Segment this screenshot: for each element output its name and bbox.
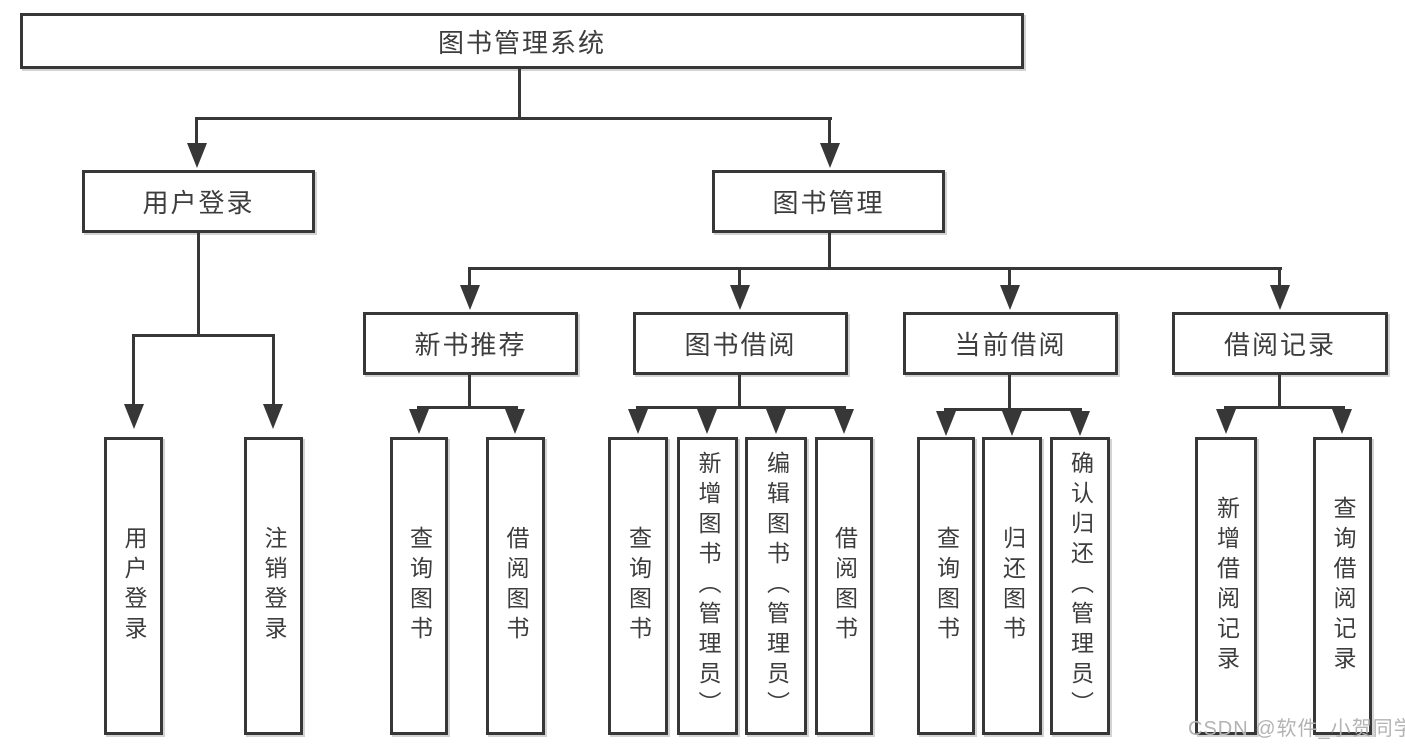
edge-drop-leaf-logout — [272, 334, 275, 406]
arrowhead-to-cb-return-icon — [1002, 411, 1022, 436]
arrowhead-to-bb-add-icon — [697, 409, 717, 434]
arrowhead-to-leaf-logout-icon — [263, 404, 283, 429]
edge-current-borrowing-stem — [1008, 375, 1011, 411]
node-label-user-login: 用户登录 — [142, 188, 255, 218]
edge-drop-new-book — [468, 267, 471, 287]
leaf-cb-return-books: 归还图书 — [982, 437, 1042, 735]
arrowhead-to-new-book-icon — [460, 285, 480, 310]
arrowhead-to-user-login-icon — [187, 143, 207, 168]
edge-drop-book-borrowing — [738, 267, 741, 287]
leaf-label-br-query-record: 查询借阅记录 — [1330, 496, 1356, 676]
edge-current-borrowing-crossbar — [944, 408, 1082, 411]
arrowhead-to-book-borrowing-icon — [730, 285, 750, 310]
arrowhead-to-cb-query-icon — [936, 411, 956, 436]
node-current-borrowing: 当前借阅 — [903, 312, 1118, 375]
node-label-book-management: 图书管理 — [772, 188, 885, 218]
arrowhead-to-nb-borrow-icon — [505, 409, 525, 434]
leaf-bb-add-books-admin: 新增图书（管理员） — [677, 437, 738, 735]
arrowhead-to-nb-query-icon — [409, 409, 429, 434]
leaf-br-add-record: 新增借阅记录 — [1195, 437, 1257, 735]
arrowhead-to-book-management-icon — [820, 143, 840, 168]
arrowhead-to-current-borrowing-icon — [1000, 285, 1020, 310]
leaf-label-bb-add-books-admin: 新增图书（管理员） — [695, 451, 721, 721]
leaf-cb-confirm-return-admin: 确认归还（管理员） — [1050, 437, 1110, 735]
node-label-borrowing-records: 借阅记录 — [1223, 330, 1336, 360]
arrowhead-to-br-query-icon — [1332, 409, 1352, 434]
leaf-cb-query-books: 查询图书 — [917, 437, 975, 735]
node-label-root: 图书管理系统 — [437, 27, 606, 58]
edge-root-stem — [518, 69, 521, 119]
node-label-book-borrowing: 图书借阅 — [684, 330, 797, 360]
edge-drop-borrowing-records — [1278, 267, 1281, 287]
edge-root-crossbar — [195, 117, 832, 120]
arrowhead-to-borrowing-records-icon — [1270, 285, 1290, 310]
leaf-logout-login: 注销登录 — [244, 437, 303, 735]
node-label-new-book: 新书推荐 — [414, 330, 527, 360]
arrowhead-to-bb-query-icon — [628, 409, 648, 434]
leaf-bb-edit-books-admin: 编辑图书（管理员） — [745, 437, 807, 735]
arrowhead-to-leaf-user-login-icon — [124, 404, 144, 429]
leaf-label-bb-edit-books-admin: 编辑图书（管理员） — [763, 451, 790, 721]
leaf-label-nb-query-books: 查询图书 — [406, 526, 433, 646]
node-borrowing-records: 借阅记录 — [1172, 312, 1388, 375]
leaf-bb-query-books: 查询图书 — [608, 437, 668, 735]
arrowhead-to-bb-borrow-icon — [834, 409, 854, 434]
edge-new-book-crossbar — [417, 406, 518, 409]
edge-book-borrowing-crossbar — [636, 406, 846, 409]
node-new-book-recommendation: 新书推荐 — [363, 312, 578, 375]
edge-user-login-stem — [197, 233, 200, 336]
edge-book-borrowing-stem — [738, 375, 741, 409]
node-label-current-borrowing: 当前借阅 — [954, 330, 1067, 360]
edge-new-book-stem — [468, 375, 471, 409]
leaf-nb-query-books: 查询图书 — [390, 437, 448, 735]
leaf-label-cb-return-books: 归还图书 — [999, 526, 1026, 646]
leaf-label-user-login: 用户登录 — [121, 526, 147, 646]
edge-drop-book-management — [828, 117, 831, 145]
edge-drop-current-borrowing — [1008, 267, 1011, 287]
node-book-borrowing: 图书借阅 — [633, 312, 848, 375]
leaf-label-cb-query-books: 查询图书 — [933, 526, 960, 646]
edge-borrowing-records-stem — [1278, 375, 1281, 409]
leaf-nb-borrow-books: 借阅图书 — [486, 437, 545, 735]
node-book-management: 图书管理 — [712, 170, 945, 233]
leaf-user-login: 用户登录 — [104, 437, 163, 735]
edge-drop-leaf-user-login — [132, 334, 135, 406]
arrowhead-to-bb-edit-icon — [766, 409, 786, 434]
leaf-label-br-add-record: 新增借阅记录 — [1213, 496, 1240, 676]
node-user-login: 用户登录 — [82, 170, 315, 233]
edge-drop-user-login — [195, 117, 198, 145]
leaf-label-nb-borrow-books: 借阅图书 — [503, 526, 529, 646]
edge-book-management-crossbar — [468, 267, 1282, 270]
watermark: CSDN @软件_小贺同学 — [1188, 718, 1405, 740]
node-library-management-system: 图书管理系统 — [20, 13, 1024, 69]
leaf-label-bb-query-books: 查询图书 — [625, 526, 652, 646]
leaf-label-logout-login: 注销登录 — [261, 526, 287, 646]
leaf-br-query-record: 查询借阅记录 — [1313, 437, 1372, 735]
edge-borrowing-records-crossbar — [1224, 406, 1345, 409]
edge-user-login-crossbar — [132, 334, 275, 337]
arrowhead-to-br-add-icon — [1216, 409, 1236, 434]
leaf-bb-borrow-books: 借阅图书 — [815, 437, 873, 735]
leaf-label-cb-confirm-return-admin: 确认归还（管理员） — [1067, 451, 1094, 721]
arrowhead-to-cb-confirm-icon — [1070, 411, 1090, 436]
edge-book-management-stem — [828, 233, 831, 270]
leaf-label-bb-borrow-books: 借阅图书 — [831, 526, 858, 646]
